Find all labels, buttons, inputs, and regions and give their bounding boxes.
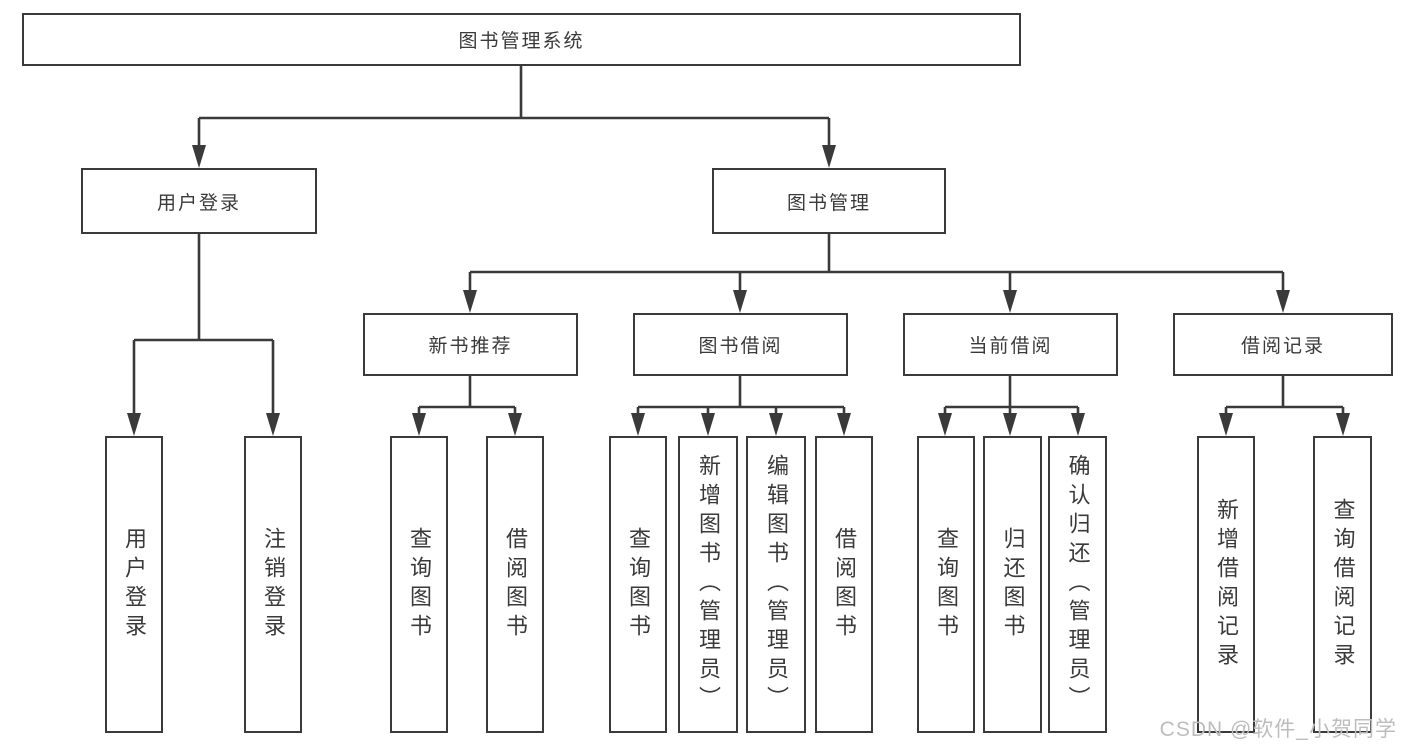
leaf-borrow-borrow-book: 借阅图书 xyxy=(815,436,873,733)
csdn-watermark: CSDN @软件_小贺同学 xyxy=(1159,718,1397,741)
node-new-book-recommend: 新书推荐 xyxy=(363,313,578,376)
leaf-borrow-borrow-book-label: 借阅图书 xyxy=(832,526,857,643)
leaf-borrow-query-book-label: 查询图书 xyxy=(626,526,651,643)
leaf-add-borrow-record-label: 新增借阅记录 xyxy=(1214,497,1239,672)
node-book-management: 图书管理 xyxy=(712,168,946,234)
leaf-add-book-admin: 新增图书（管理员） xyxy=(678,436,738,733)
leaf-borrow-query-book: 查询图书 xyxy=(609,436,667,733)
leaf-recommend-query-book-label: 查询图书 xyxy=(407,526,432,643)
leaf-recommend-borrow-book: 借阅图书 xyxy=(486,436,544,733)
leaf-edit-book-admin: 编辑图书（管理员） xyxy=(746,436,806,733)
leaf-query-borrow-record-label: 查询借阅记录 xyxy=(1330,497,1356,672)
leaf-logout: 注销登录 xyxy=(244,436,302,733)
node-user-login: 用户登录 xyxy=(81,168,317,234)
node-new-book-recommend-label: 新书推荐 xyxy=(428,336,513,357)
node-book-management-label: 图书管理 xyxy=(786,192,871,214)
node-root: 图书管理系统 xyxy=(22,13,1021,66)
node-current-borrow-label: 当前借阅 xyxy=(968,336,1053,357)
leaf-return-book: 归还图书 xyxy=(983,436,1042,733)
leaf-confirm-return-admin: 确认归还（管理员） xyxy=(1048,436,1107,733)
node-book-borrow-label: 图书借阅 xyxy=(698,336,783,357)
node-current-borrow: 当前借阅 xyxy=(903,313,1118,376)
leaf-current-query-book: 查询图书 xyxy=(917,436,975,733)
leaf-add-book-admin-label: 新增图书（管理员） xyxy=(696,454,721,715)
leaf-user-login: 用户登录 xyxy=(105,436,163,733)
node-root-label: 图书管理系统 xyxy=(458,31,585,52)
leaf-logout-label: 注销登录 xyxy=(261,526,286,643)
leaf-user-login-label: 用户登录 xyxy=(122,526,147,643)
node-book-borrow: 图书借阅 xyxy=(633,313,848,376)
leaf-recommend-query-book: 查询图书 xyxy=(390,436,448,733)
leaf-return-book-label: 归还图书 xyxy=(1000,526,1026,643)
leaf-add-borrow-record: 新增借阅记录 xyxy=(1197,436,1255,733)
leaf-query-borrow-record: 查询借阅记录 xyxy=(1313,436,1372,733)
node-borrow-record: 借阅记录 xyxy=(1173,313,1393,376)
leaf-recommend-borrow-book-label: 借阅图书 xyxy=(503,526,528,643)
node-borrow-record-label: 借阅记录 xyxy=(1240,336,1325,357)
leaf-current-query-book-label: 查询图书 xyxy=(934,526,959,643)
leaf-confirm-return-admin-label: 确认归还（管理员） xyxy=(1065,454,1091,715)
leaf-edit-book-admin-label: 编辑图书（管理员） xyxy=(764,454,789,715)
node-user-login-label: 用户登录 xyxy=(156,192,241,214)
